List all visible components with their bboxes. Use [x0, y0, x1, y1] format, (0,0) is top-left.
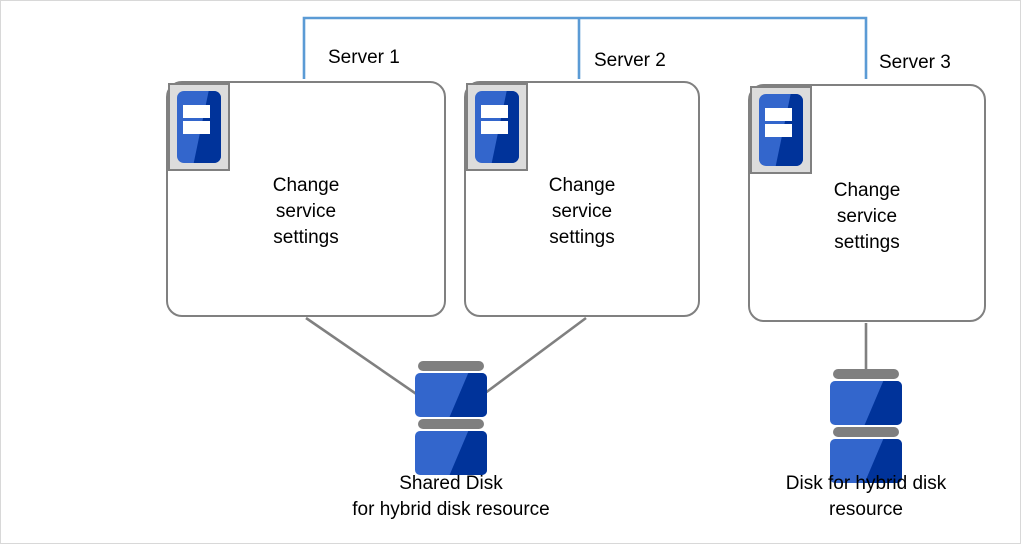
- caption-line: resource: [829, 499, 903, 520]
- server-body-line: Change: [548, 175, 616, 196]
- server-icon: [750, 86, 812, 174]
- disk-platter-shade: [449, 373, 487, 417]
- server-body-line: service: [836, 206, 898, 227]
- server-body-line: settings: [549, 227, 615, 248]
- server-box-3[interactable]: Change service settings: [748, 84, 986, 322]
- server-icon: [168, 83, 230, 171]
- local-disk-caption: Disk for hybrid disk resource: [726, 471, 1006, 523]
- server-icon-body: [475, 91, 519, 163]
- disk-platter: [830, 381, 902, 425]
- server-icon-body: [759, 94, 803, 166]
- server-icon-body: [177, 91, 221, 163]
- server-body-line: settings: [834, 232, 900, 253]
- disk-cap: [418, 361, 484, 371]
- server-body-line: Change: [272, 175, 340, 196]
- server-icon-bar: [182, 104, 210, 118]
- disk-platter: [415, 373, 487, 417]
- bracket-outline: [302, 16, 868, 79]
- server-body-line: settings: [273, 227, 339, 248]
- disk-cap: [833, 427, 899, 437]
- caption-line: Disk for hybrid disk: [785, 473, 947, 494]
- server-label-2: Server 2: [594, 50, 666, 71]
- server-icon-bar: [764, 124, 792, 138]
- server-icon-bar: [480, 121, 508, 135]
- local-disk-icon: [830, 369, 902, 483]
- server-icon-bar: [182, 121, 210, 135]
- caption-line: Shared Disk: [399, 473, 503, 494]
- server-icon-bar: [480, 104, 508, 118]
- server-label-3: Server 3: [879, 52, 951, 73]
- server-body-line: Change: [833, 180, 901, 201]
- server-icon: [466, 83, 528, 171]
- disk-cap: [833, 369, 899, 379]
- shared-disk-icon: [415, 361, 487, 475]
- shared-disk-caption: Shared Disk for hybrid disk resource: [291, 471, 611, 523]
- disk-cap: [418, 419, 484, 429]
- server-label-1: Server 1: [328, 47, 400, 68]
- caption-line: for hybrid disk resource: [352, 499, 550, 520]
- disk-platter-shade: [449, 431, 487, 475]
- server-body-line: service: [551, 201, 613, 222]
- disk-platter: [830, 439, 902, 483]
- server-group-bracket: [302, 16, 868, 79]
- disk-platter: [415, 431, 487, 475]
- disk-platter-shade: [864, 381, 902, 425]
- server-icon-bar: [764, 107, 792, 121]
- server-body-line: service: [275, 201, 337, 222]
